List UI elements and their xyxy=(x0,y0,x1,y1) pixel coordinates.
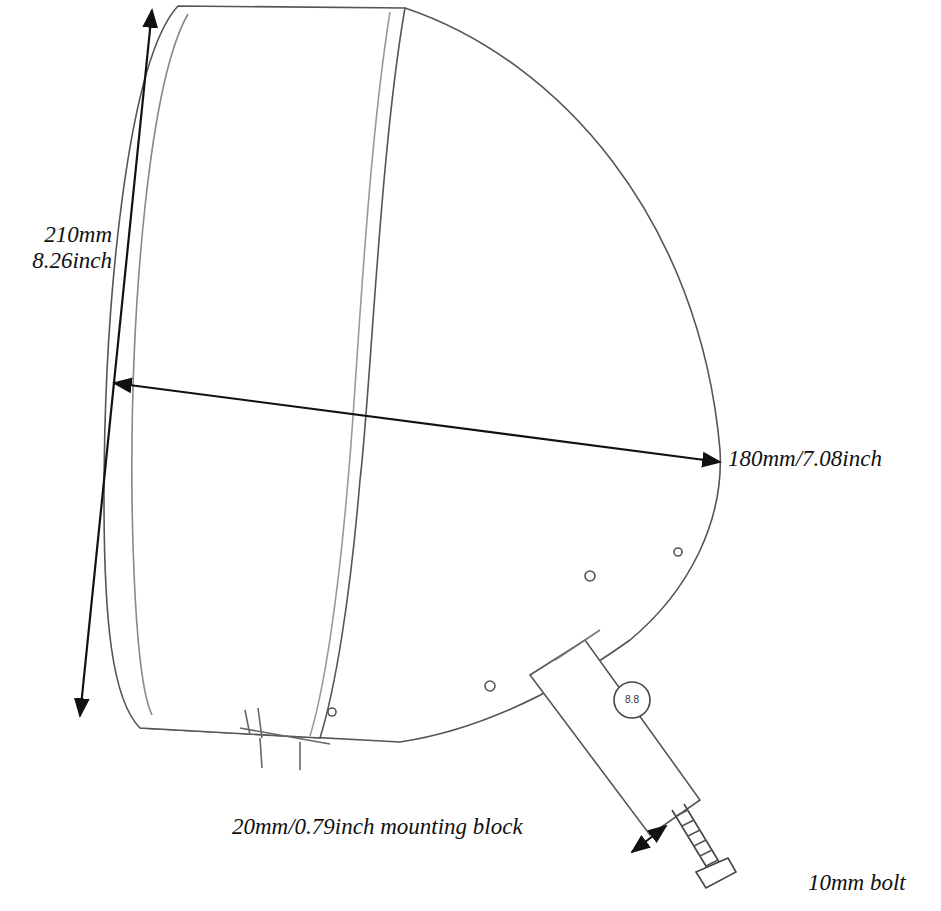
headlight-outline xyxy=(104,6,736,888)
bolt-size: 10mm bolt xyxy=(808,870,906,896)
height-dimension: 210mm 8.26inch xyxy=(0,222,112,275)
dimension-arrows xyxy=(80,10,720,852)
mounting-block-dimension: 20mm/0.79inch mounting block xyxy=(232,814,523,840)
width-dimension: 180mm/7.08inch xyxy=(728,446,882,472)
bolt-grade: 8.8 xyxy=(624,694,640,706)
